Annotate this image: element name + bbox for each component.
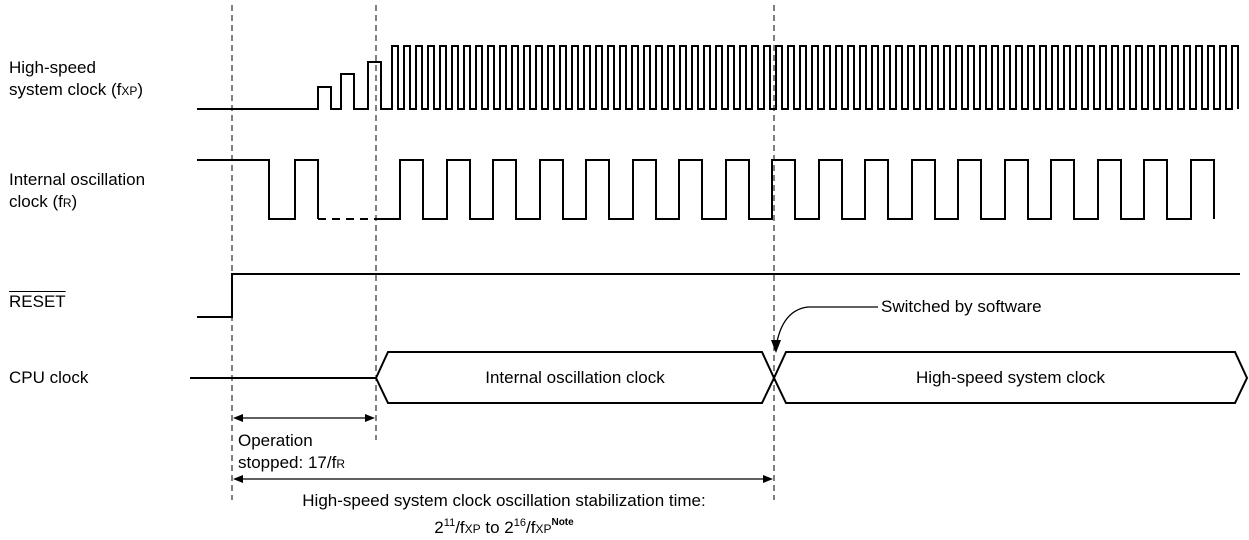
cpu-state-highspeed-label: High-speed system clock — [916, 368, 1105, 387]
int-osc-label-line1: Internal oscillation — [9, 170, 146, 189]
cpu-state-highspeed-shape — [772, 351, 1249, 404]
stabilization-arrowhead-right — [763, 475, 773, 483]
cpu-state-internal-label: Internal oscillation clock — [485, 368, 665, 387]
int-osc-label: Internal oscillation clock (fR) — [9, 169, 145, 214]
operation-line1: Operation — [238, 431, 313, 450]
int-osc-label-line2: clock (fR) — [9, 192, 78, 211]
stabilization-line2: 211/fXP to 216/fXPNote — [434, 517, 574, 537]
switched-annotation: Switched by software — [881, 297, 1042, 316]
switched-arrow-curve — [775, 306, 878, 348]
hs-clock-label-line1: High-speed — [9, 58, 96, 77]
stabilization-annotation: High-speed system clock oscillation stab… — [238, 490, 770, 540]
reset-waveform — [197, 273, 1240, 318]
hs-clock-label: High-speed system clock (fXP) — [9, 57, 143, 102]
operation-arrowhead-right — [365, 414, 375, 422]
reset-label: RESET — [9, 292, 66, 311]
stabilization-arrowhead-left — [233, 475, 243, 483]
cpu-clock-label: CPU clock — [9, 368, 89, 387]
stabilization-line1: High-speed system clock oscillation stab… — [302, 491, 706, 510]
hs-clock-label-line2: system clock (fXP) — [9, 80, 144, 99]
switched-arrowhead — [771, 340, 781, 353]
operation-stopped-annotation: Operation stopped: 17/fR — [238, 430, 345, 475]
operation-line2: stopped: 17/fR — [238, 453, 345, 472]
hs-clock-waveform — [197, 45, 1239, 110]
int-osc-waveform — [197, 159, 1215, 220]
operation-arrowhead-left — [233, 414, 243, 422]
